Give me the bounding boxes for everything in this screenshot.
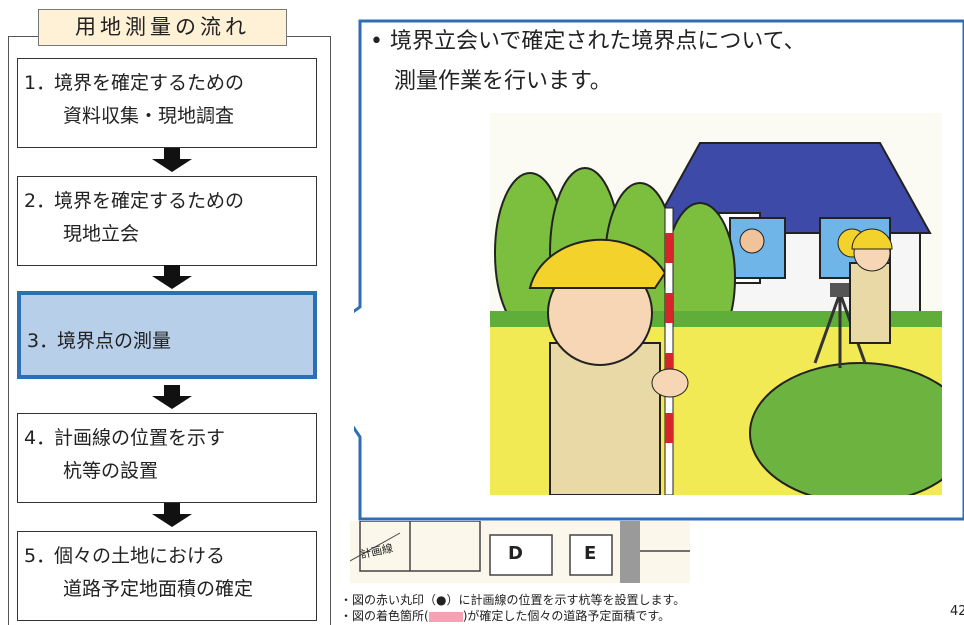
callout-line1: 境界立会いで確定された境界点について、: [389, 29, 806, 54]
step-text-line1: 境界点の測量: [57, 330, 172, 352]
down-arrow-icon: [152, 503, 192, 527]
callout-line2: 測量作業を行います。: [394, 69, 612, 94]
bullet-icon: •: [370, 29, 383, 54]
note-line-2-start: ・図の着色箇所(: [340, 609, 429, 623]
step-text-line1: 境界を確定するための: [54, 72, 245, 94]
down-arrow-icon: [152, 148, 192, 172]
step-number: 4．: [24, 427, 56, 449]
lot-d-label: D: [508, 543, 523, 564]
down-arrow-icon: [152, 265, 192, 289]
step-text-line1: 境界を確定するための: [54, 190, 245, 212]
step-text-line2: 資料収集・現地調査: [63, 105, 235, 127]
note-line-2-end: )が確定した個々の道路予定面積です。: [462, 609, 671, 623]
step-number: 2．: [24, 190, 56, 212]
lot-e-label: E: [584, 543, 597, 564]
step-number: 5．: [24, 545, 56, 567]
flow-step-3-active: 3．境界点の測量: [17, 291, 317, 379]
step-text-line2: 道路予定地面積の確定: [63, 578, 254, 600]
flow-step-5: 5．個々の土地における 道路予定地面積の確定: [17, 531, 317, 621]
flow-title: 用地測量の流れ: [38, 9, 287, 46]
step-number: 3．: [27, 330, 59, 352]
note-line-2: ・図の着色箇所( )が確定した個々の道路予定面積です。: [340, 607, 670, 624]
step-text-line2: 杭等の設置: [63, 460, 159, 482]
surveying-illustration: [490, 113, 942, 495]
step-text-line1: 計画線の位置を示す: [54, 427, 226, 449]
down-arrow-icon: [152, 385, 192, 409]
step-text-line2: 現地立会: [63, 223, 140, 245]
note-line-1: ・図の赤い丸印（●）に計画線の位置を示す杭等を設置します。: [340, 593, 686, 607]
step-text-line1: 個々の土地における: [54, 545, 226, 567]
pink-swatch: [428, 611, 463, 622]
flow-step-1: 1．境界を確定するための 資料収集・現地調査: [17, 58, 317, 148]
flow-step-4: 4．計画線の位置を示す 杭等の設置: [17, 413, 317, 503]
step-number: 1．: [24, 72, 56, 94]
callout-text: • 境界立会いで確定された境界点について、 測量作業を行います。: [370, 22, 930, 102]
page-number: 42: [950, 604, 964, 619]
flow-step-2: 2．境界を確定するための 現地立会: [17, 176, 317, 266]
site-plan-strip: [350, 521, 690, 583]
